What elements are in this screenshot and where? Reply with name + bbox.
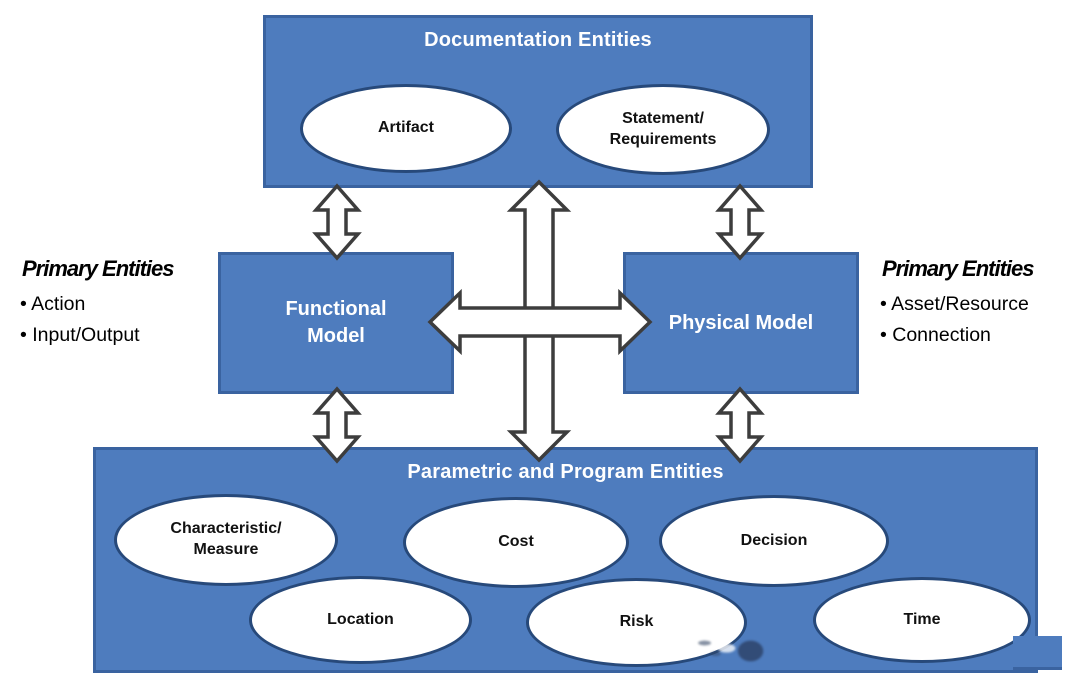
entity-location-label: Location [327,610,394,628]
arrow-documentation-physical [715,183,765,261]
entity-location: Location [249,576,472,664]
entity-characteristic-measure: Characteristic/ Measure [114,494,338,586]
left-primary-entity-item: • Input/Output [20,320,220,351]
entity-statement-requirements-label: Statement/ Requirements [609,109,717,148]
bullet-glyph: • [20,293,27,315]
entity-cost: Cost [403,497,629,588]
entity-time: Time [813,577,1031,663]
physical-model-label: Physical Model [668,311,814,334]
left-primary-entities-title: Primary Entities [22,256,175,281]
watermark-smudge [688,629,780,669]
left-primary-entity-item: • Action [20,289,220,320]
arrow-documentation-parametric [506,179,572,463]
entity-cost-label: Cost [498,533,534,551]
documentation-entities-title: Documentation Entities [424,29,652,51]
entity-artifact: Artifact [300,84,512,173]
left-item-action: Action [31,293,86,315]
right-item-connection: Connection [892,324,991,347]
right-primary-entities-panel: Primary Entities • Asset/Resource • Conn… [880,256,1080,351]
bullet-glyph: • [880,293,887,315]
left-primary-entities-panel: Primary Entities • Action • Input/Output [20,256,220,351]
functional-model-box: Functional Model [218,252,454,394]
entity-decision: Decision [659,495,889,587]
bullet-glyph: • [880,324,887,347]
functional-model-label: Functional Model [285,298,387,347]
entity-statement-requirements: Statement/ Requirements [556,84,770,175]
parametric-program-entities-title: Parametric and Program Entities [407,461,724,483]
blue-cover-patch [1013,636,1062,670]
arrow-documentation-functional [312,183,362,261]
right-primary-entities-title: Primary Entities [882,256,1035,281]
bullet-glyph: • [20,324,27,347]
physical-model-box: Physical Model [623,252,859,394]
right-primary-entity-item: • Asset/Resource [880,289,1080,320]
right-primary-entity-item: • Connection [880,320,1080,351]
entity-decision-label: Decision [740,531,808,549]
right-item-asset-resource: Asset/Resource [891,293,1029,315]
entity-time-label: Time [903,610,941,628]
arrow-functional-physical [427,288,653,356]
entity-artifact-label: Artifact [377,119,434,137]
entity-risk-label: Risk [619,613,654,631]
entity-characteristic-measure-label: Characteristic/ Measure [170,520,282,558]
left-item-input-output: Input/Output [32,324,140,347]
